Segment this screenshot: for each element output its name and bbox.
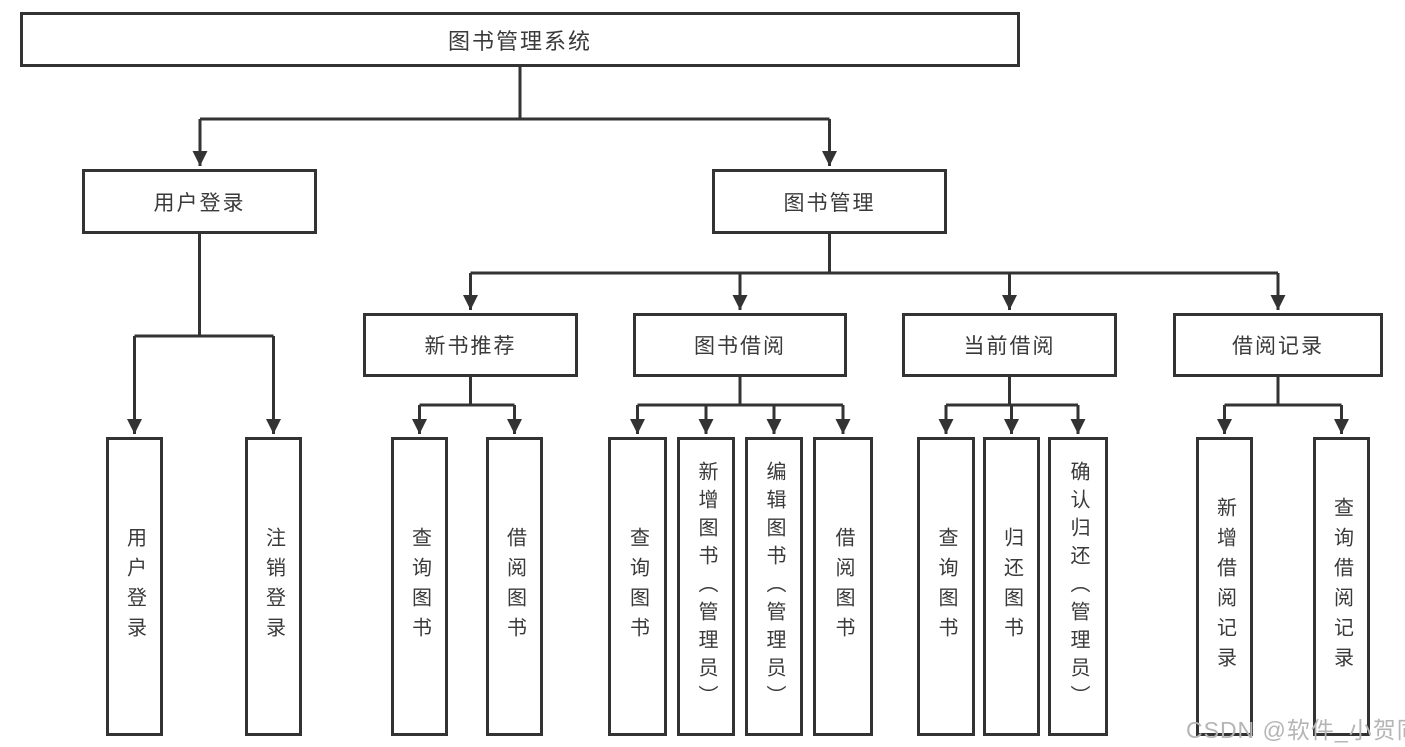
node-label: 确认归还（管理员） — [1067, 460, 1089, 713]
node-label: 查询图书 — [626, 526, 649, 647]
node-leaf-confirm-return-admin: 确认归还（管理员） — [1048, 437, 1108, 736]
node-user-login-branch: 用户登录 — [82, 169, 317, 234]
node-label: 当前借阅 — [963, 335, 1056, 358]
node-label: 查询借阅记录 — [1330, 496, 1353, 677]
node-leaf-borrow-books-recommend: 借阅图书 — [486, 437, 543, 736]
node-label: 新书推荐 — [424, 335, 517, 358]
node-borrowing-records: 借阅记录 — [1173, 313, 1383, 377]
node-label: 查询图书 — [408, 526, 431, 647]
node-book-borrowing: 图书借阅 — [633, 313, 847, 377]
node-label: 编辑图书（管理员） — [763, 460, 785, 713]
node-label: 用户登录 — [123, 526, 146, 647]
node-label: 图书借阅 — [694, 335, 786, 358]
node-label: 新增借阅记录 — [1213, 496, 1236, 677]
node-leaf-add-borrow-record: 新增借阅记录 — [1196, 437, 1253, 736]
node-label: 借阅图书 — [503, 526, 526, 647]
node-leaf-user-login: 用户登录 — [106, 437, 163, 736]
node-leaf-query-books-current: 查询图书 — [917, 437, 975, 736]
node-label: 借阅记录 — [1232, 335, 1324, 358]
node-leaf-query-borrow-record: 查询借阅记录 — [1313, 437, 1370, 736]
node-label: 借阅图书 — [832, 526, 854, 647]
node-new-book-recommend: 新书推荐 — [363, 313, 578, 377]
node-label: 归还图书 — [1000, 526, 1023, 647]
node-label: 注销登录 — [262, 526, 285, 647]
node-label: 用户登录 — [153, 191, 246, 215]
node-root-library-management-system: 图书管理系统 — [20, 12, 1020, 67]
node-leaf-edit-book-admin: 编辑图书（管理员） — [745, 437, 803, 736]
node-leaf-query-books-borrowing: 查询图书 — [608, 437, 667, 736]
node-leaf-logout: 注销登录 — [245, 437, 302, 736]
node-label: 查询图书 — [935, 526, 957, 647]
node-book-management-branch: 图书管理 — [712, 169, 947, 234]
node-leaf-query-books-recommend: 查询图书 — [391, 437, 448, 736]
csdn-watermark: CSDN @软件_小贺同学 — [1186, 717, 1405, 743]
node-leaf-return-books: 归还图书 — [983, 437, 1040, 736]
node-label: 图书管理系统 — [447, 28, 592, 54]
node-label: 新增图书（管理员） — [695, 460, 717, 713]
node-current-borrowing: 当前借阅 — [902, 313, 1117, 377]
node-leaf-borrow-books: 借阅图书 — [813, 437, 873, 736]
node-leaf-add-book-admin: 新增图书（管理员） — [677, 437, 735, 736]
node-label: 图书管理 — [783, 191, 876, 215]
